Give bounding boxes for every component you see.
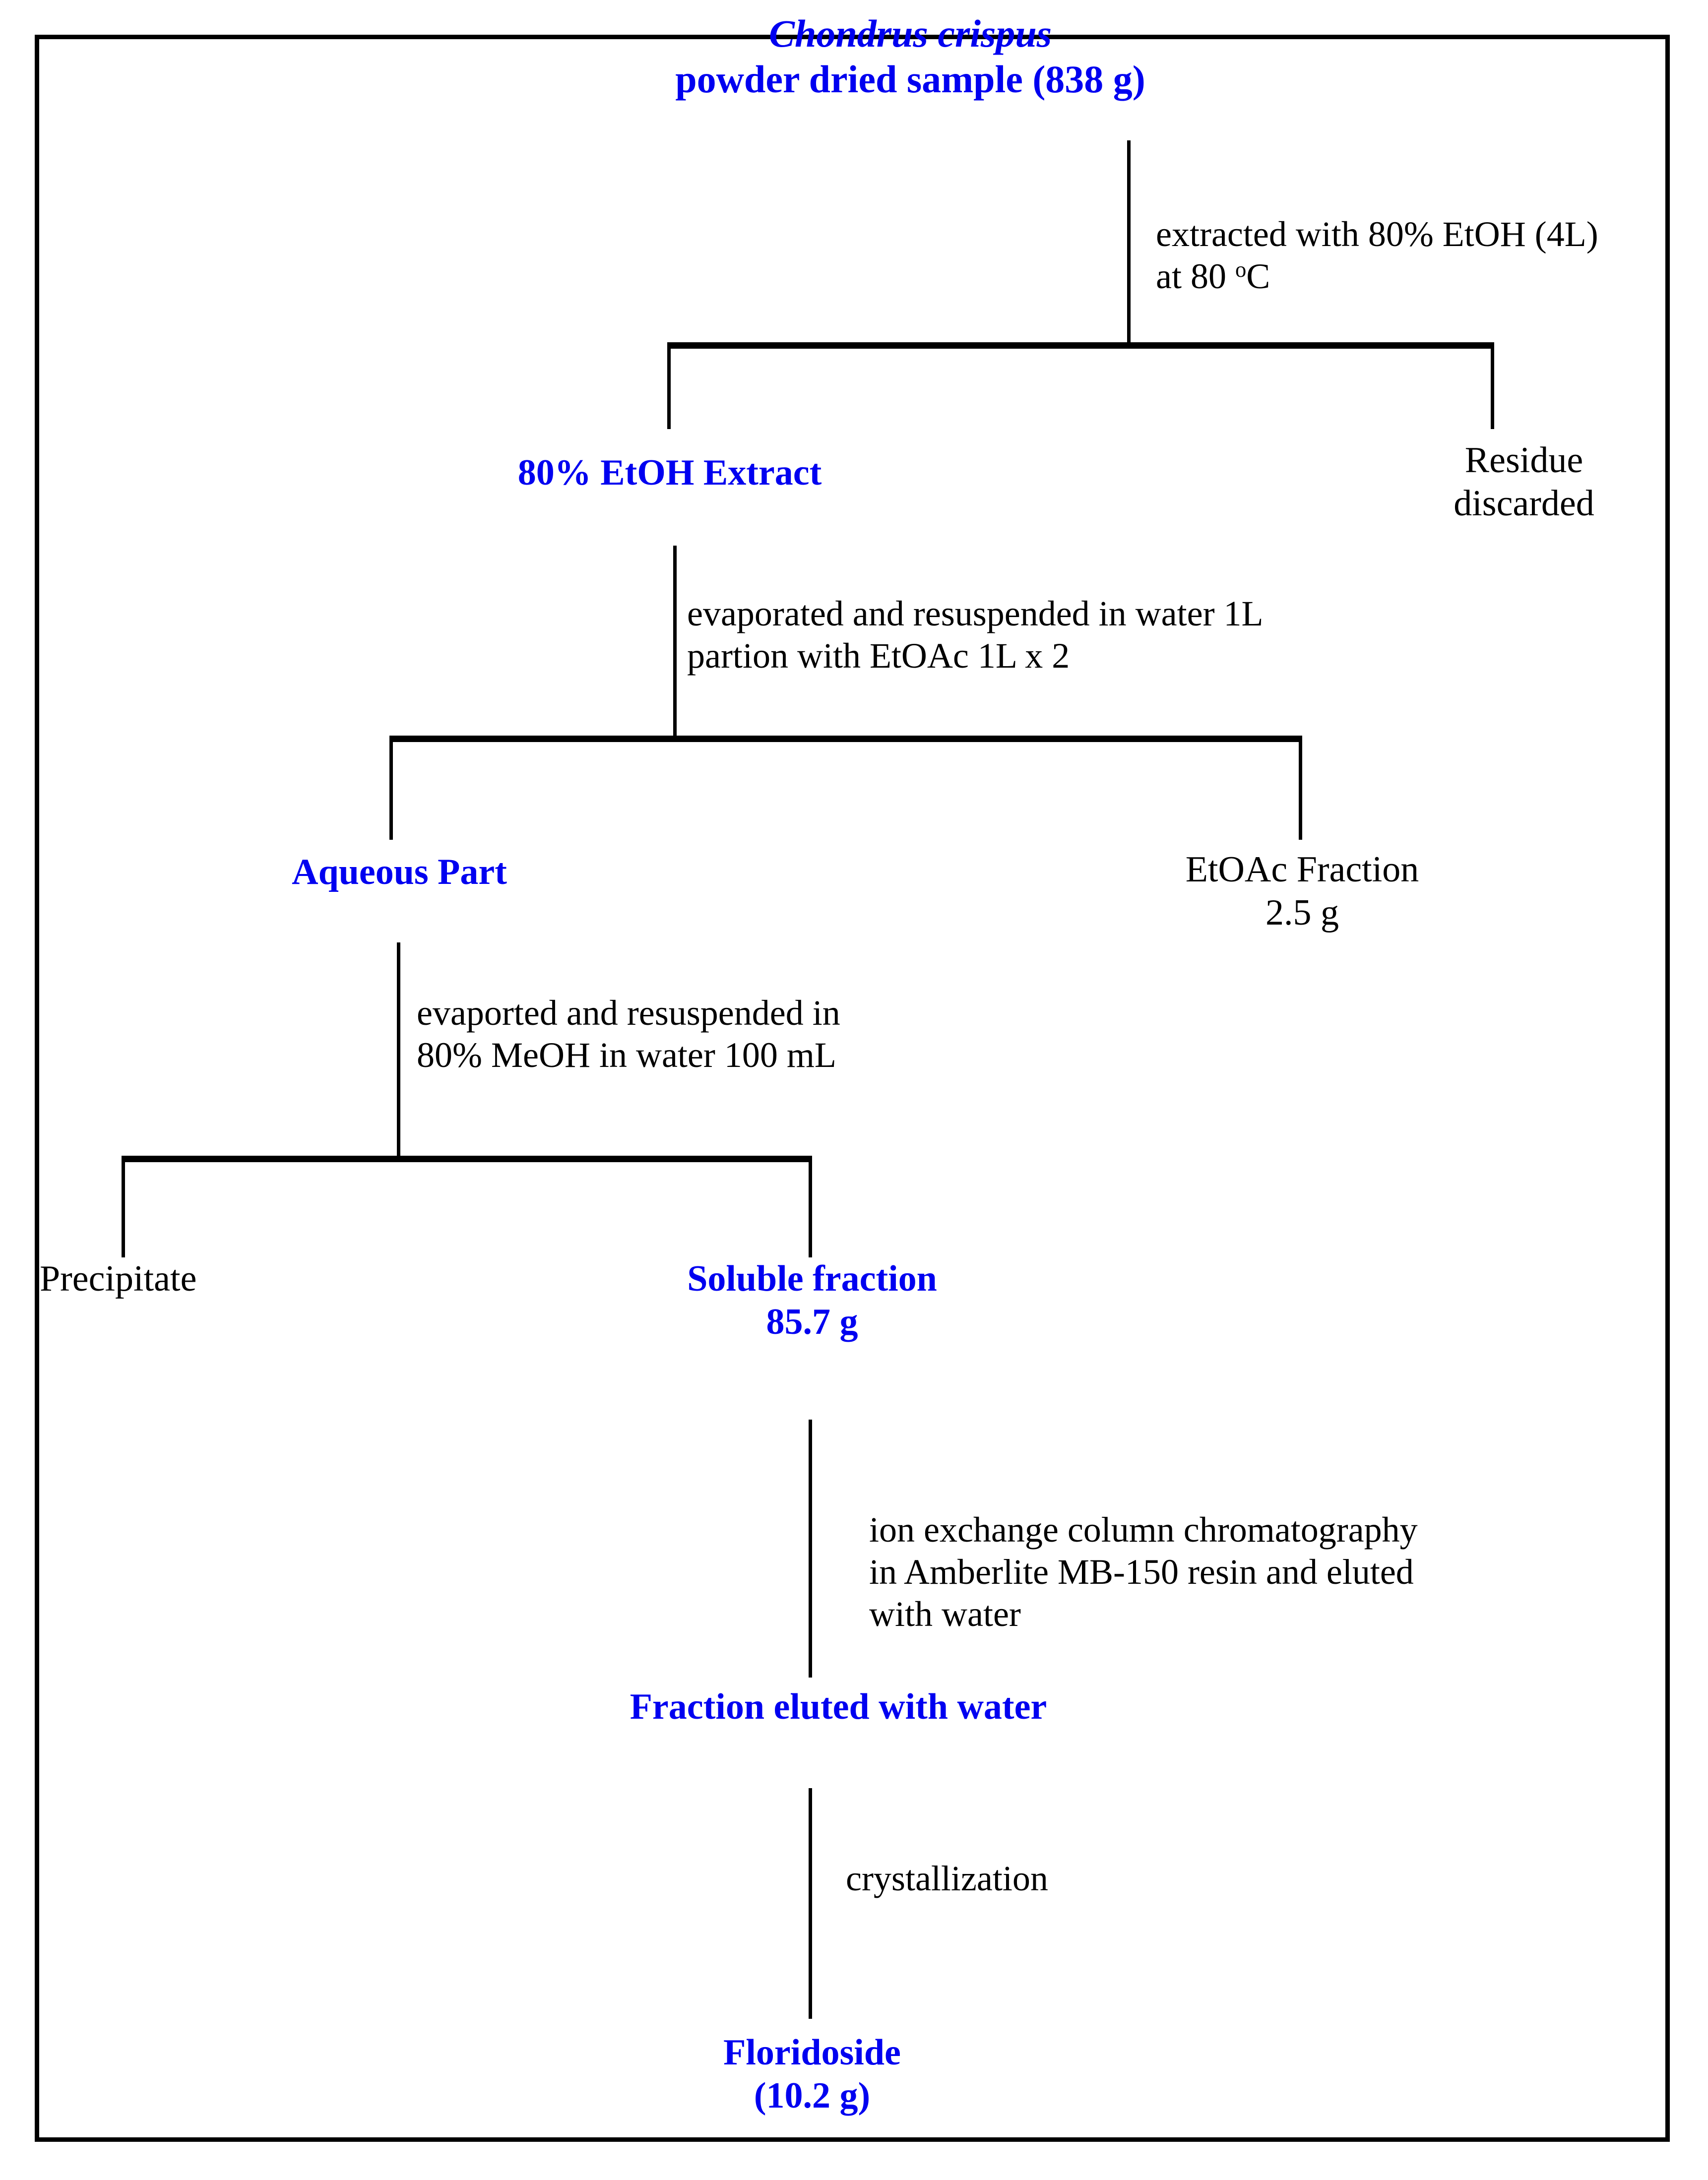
node-fraction-eluted: Fraction eluted with water <box>630 1685 1047 1729</box>
connector-split3-right <box>809 1156 812 1257</box>
annotation-ion-exchange: ion exchange column chromatography in Am… <box>869 1509 1418 1635</box>
node-floridoside: Floridoside (10.2 g) <box>723 2031 901 2118</box>
annotation-extraction: extracted with 80% EtOH (4L) at 80 oC <box>1156 213 1598 298</box>
node-soluble-fraction: Soluble fraction 85.7 g <box>687 1257 937 1344</box>
connector-source-to-split1 <box>1127 140 1131 344</box>
annotation-ion-exchange-line1: ion exchange column chromatography <box>869 1510 1418 1550</box>
connector-split2-right <box>1299 736 1302 840</box>
node-fraction-eluted-label: Fraction eluted with water <box>630 1686 1047 1727</box>
annotation-meoh: evaported and resuspended in 80% MeOH in… <box>417 992 840 1076</box>
node-source-description: powder dried sample (838 g) <box>675 58 1145 101</box>
split-bar-2 <box>389 736 1302 742</box>
node-residue-line1: Residue <box>1464 440 1583 481</box>
annotation-extraction-line2-suffix: C <box>1246 256 1270 296</box>
annotation-ion-exchange-line2: in Amberlite MB-150 resin and eluted <box>869 1552 1414 1592</box>
node-etoac-fraction: EtOAc Fraction 2.5 g <box>1186 848 1419 935</box>
node-floridoside-line1: Floridoside <box>723 2032 901 2073</box>
connector-fraction-to-floridoside <box>809 1788 812 2019</box>
node-etoac-fraction-line1: EtOAc Fraction <box>1185 849 1419 890</box>
annotation-partition-line1: evaporated and resuspended in water 1L <box>687 594 1264 633</box>
connector-split1-right <box>1491 342 1494 429</box>
node-aqueous-part-label: Aqueous Part <box>292 852 507 892</box>
node-precipitate-label: Precipitate <box>40 1258 197 1299</box>
annotation-extraction-line1: extracted with 80% EtOH (4L) <box>1156 214 1598 254</box>
annotation-partition-line2: partion with EtOAc 1L x 2 <box>687 635 1070 676</box>
split-bar-1 <box>667 342 1494 349</box>
node-soluble-fraction-line2: 85.7 g <box>766 1302 858 1343</box>
connector-aqueous-to-split3 <box>397 942 400 1161</box>
split-bar-3 <box>122 1156 812 1162</box>
connector-split3-left <box>122 1156 125 1257</box>
annotation-crystallization-line1: crystallization <box>846 1859 1048 1898</box>
node-source-species: Chondrus crispus <box>768 12 1052 55</box>
node-etoh-extract: 80% EtOH Extract <box>518 451 822 495</box>
node-soluble-fraction-line1: Soluble fraction <box>687 1258 937 1299</box>
connector-split2-left <box>389 736 393 840</box>
annotation-meoh-line1: evaported and resuspended in <box>417 993 840 1033</box>
node-residue: Residue discarded <box>1454 439 1594 526</box>
page-border <box>35 35 1670 2142</box>
annotation-meoh-line2: 80% MeOH in water 100 mL <box>417 1035 836 1075</box>
connector-etoh-to-split2 <box>673 546 677 739</box>
node-aqueous-part: Aqueous Part <box>292 851 507 894</box>
node-precipitate: Precipitate <box>40 1257 196 1301</box>
node-etoh-extract-label: 80% EtOH Extract <box>517 452 822 493</box>
connector-split1-left <box>667 342 671 429</box>
node-etoac-fraction-line2: 2.5 g <box>1265 892 1339 934</box>
annotation-extraction-line2-prefix: at 80 <box>1156 256 1235 296</box>
node-floridoside-line2: (10.2 g) <box>754 2075 871 2117</box>
annotation-extraction-line2: at 80 oC <box>1156 255 1598 298</box>
node-source: Chondrus crispus powder dried sample (83… <box>675 11 1145 102</box>
annotation-partition: evaporated and resuspended in water 1L p… <box>687 593 1264 677</box>
annotation-ion-exchange-line3: with water <box>869 1594 1021 1634</box>
degree-symbol-icon: o <box>1235 256 1247 282</box>
annotation-crystallization: crystallization <box>846 1858 1048 1900</box>
connector-soluble-to-fraction <box>809 1420 812 1678</box>
node-residue-line2: discarded <box>1454 483 1594 524</box>
